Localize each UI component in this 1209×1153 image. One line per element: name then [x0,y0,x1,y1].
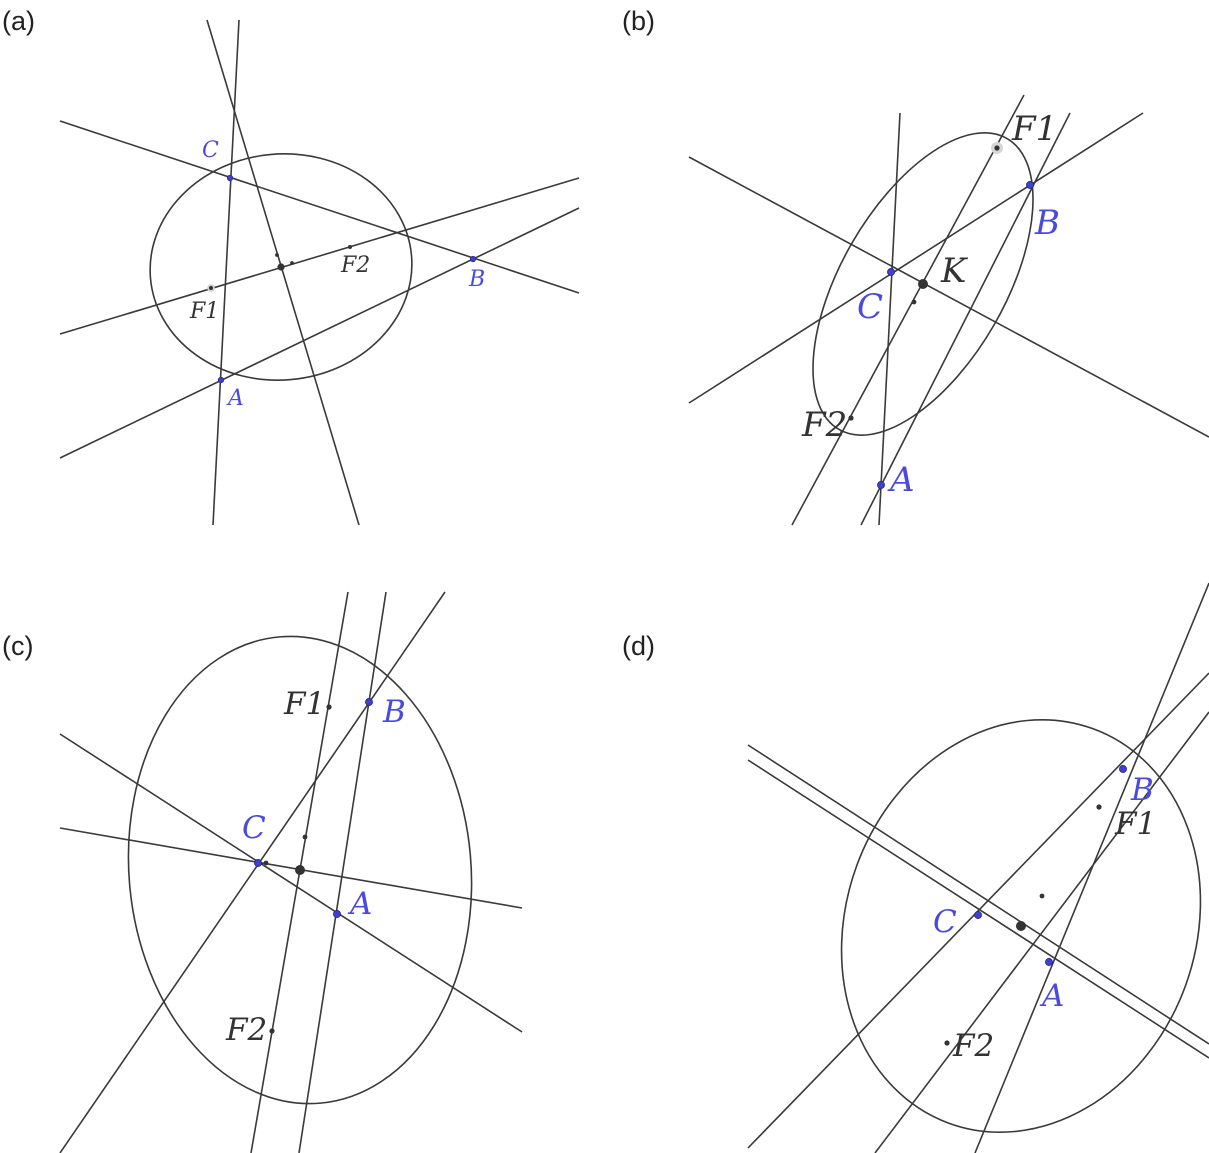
panel-a-aux-dot [275,253,279,257]
panel-a-center-dot [277,263,285,271]
panel-b-label-c: C [857,287,883,327]
panel-c-label-f1: F1 [283,686,325,722]
panel-a-line-5 [59,207,580,459]
panel-d-line-4 [874,711,1209,1153]
panel-c-label-a: A [347,886,372,922]
panel-a-point-b [469,255,477,263]
panel-c-ellipse [127,635,473,1105]
panel-a-point-a [217,376,225,384]
panel-c-aux-dot [263,860,269,866]
panel-a-label-b: B [468,267,485,292]
panel-c-line-3 [59,591,446,1153]
panel-d-line-5 [974,582,1209,1153]
panel-d: (d) B F1 C A F2 [622,582,1209,1153]
panel-c-label-c: C [242,810,266,846]
panel-a-line-1 [212,19,240,526]
panel-a-tag: (a) [2,6,35,36]
panel-d-point-c [974,911,982,919]
panel-b: (b) F1 B K C F2 A [622,6,1209,526]
panel-a-label-f2: F2 [340,253,370,278]
panel-c-point-b [365,698,373,706]
panel-b-line-4 [688,156,1209,438]
panel-c-label-f2: F2 [225,1012,267,1048]
panel-b-point-b [1026,181,1034,189]
panel-d-line-3 [747,672,1209,1149]
panel-b-ellipse [812,132,1034,436]
panel-a-label-a: A [226,386,244,411]
panel-b-line-3 [791,94,1025,526]
panel-c-line-4 [59,733,523,1033]
panel-b-focus-f2 [848,415,854,421]
panel-a-ellipse [149,153,413,381]
panel-a-line-3 [59,120,580,294]
panel-a-focus-f2 [348,245,352,249]
panel-d-focus-f1 [1096,804,1102,810]
panel-d-aux-dot [1039,893,1045,899]
panel-d-line-1 [747,744,1209,1045]
panel-b-center-dot [918,279,928,289]
panel-d-line-2 [747,759,1209,1059]
panel-a-line-4 [59,177,580,335]
panel-c-focus-f1 [326,704,332,710]
panel-b-label-a: A [887,460,915,500]
panel-c-label-b: B [382,694,406,730]
panel-d-point-a [1045,958,1053,966]
panel-b-label-k: K [940,251,969,291]
panel-a-point-c [226,174,234,182]
panel-d-label-a: A [1039,978,1064,1014]
panel-c-center-dot [295,865,305,875]
panel-b-line-5 [688,112,1144,404]
panel-b-tag: (b) [622,6,655,36]
panel-b-point-a [877,481,885,489]
panel-c-point-c [254,859,262,867]
panel-c-aux-dot [302,834,308,840]
panel-c-line-5 [59,827,523,909]
panel-b-focus-f1 [994,145,1000,151]
panel-b-label-b: B [1034,203,1060,243]
panel-b-point-c [887,268,895,276]
panel-a-label-f1: F1 [189,299,219,324]
panel-c-tag: (c) [2,631,33,661]
panel-d-label-f2: F2 [952,1028,994,1064]
panel-d-label-f1: F1 [1114,806,1156,842]
panel-a-line-2 [206,19,360,526]
panel-a-focus-f1 [209,286,213,290]
panel-d-point-b [1119,765,1127,773]
panel-b-aux-dot [911,299,917,305]
panel-b-line-1 [878,112,901,526]
panel-a-label-c: C [202,138,219,163]
panel-b-label-f1: F1 [1011,109,1057,149]
panel-c-line-2 [298,591,387,1153]
panel-c-focus-f2 [269,1028,275,1034]
panel-d-ellipse [840,718,1202,1134]
panel-c-point-a [333,910,341,918]
panel-c: (c) F1 B C A F2 [2,591,523,1153]
panel-d-label-c: C [933,904,957,940]
panel-a: (a) A B C F1 F2 [2,6,580,526]
panel-d-tag: (d) [622,631,655,661]
panel-d-center-dot [1016,921,1026,931]
panel-d-focus-f2 [944,1040,950,1046]
panel-b-label-f2: F2 [801,405,847,445]
panel-a-aux-dot [290,261,294,265]
panel-d-label-b: B [1130,772,1154,808]
